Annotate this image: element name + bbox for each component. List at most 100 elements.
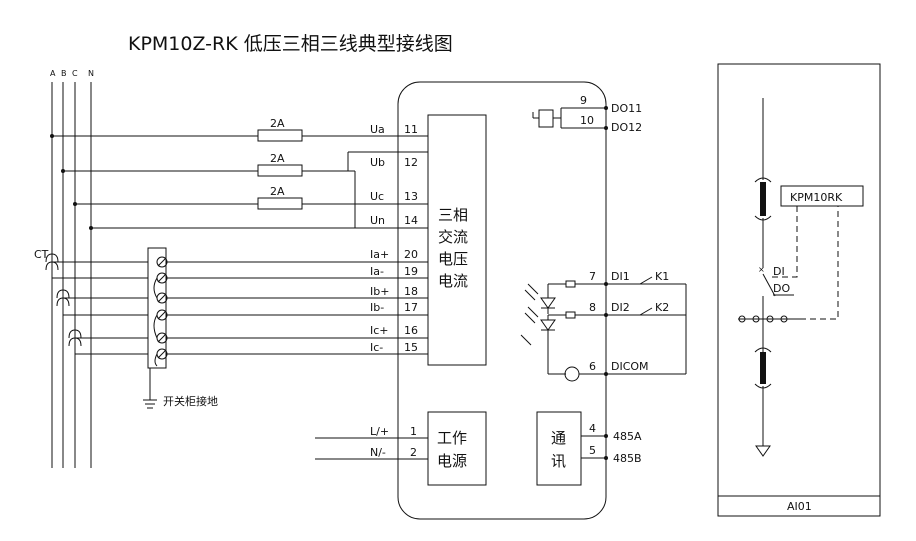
comm-section: 通 讯 4 485A 5 485B xyxy=(536,411,642,486)
power-text-2: 电源 xyxy=(437,452,467,470)
terminal-1: 1 xyxy=(410,425,417,438)
di1-resistor xyxy=(565,280,576,288)
device-outline xyxy=(397,81,607,520)
terminal-do12-label: DO12 xyxy=(611,121,642,134)
terminal-17: 17 xyxy=(404,301,418,314)
di2-resistor xyxy=(565,311,576,319)
optocoupler-1-icon xyxy=(540,297,556,309)
side-device-box xyxy=(780,185,864,207)
terminal-n-label: N/- xyxy=(370,446,386,459)
terminal-10: 10 xyxy=(580,114,594,127)
ct-terminal-block xyxy=(147,247,167,369)
terminal-9: 9 xyxy=(580,94,587,107)
phase-label-n: N xyxy=(88,69,94,78)
power-text-1: 工作 xyxy=(437,429,467,447)
comm-text-1: 通 xyxy=(551,429,566,447)
terminal-7: 7 xyxy=(589,270,596,283)
phase-bus xyxy=(51,82,92,468)
fuse-b xyxy=(257,164,303,177)
terminal-15: 15 xyxy=(404,341,418,354)
power-block xyxy=(427,411,487,486)
phase-labels: A B C N xyxy=(50,69,94,78)
side-fuse-bottom-icon xyxy=(760,352,766,384)
current-terminals: Ia+ 20 Ia- 19 Ib+ 18 Ib- 17 Ic+ 16 Ic- 1… xyxy=(166,248,428,355)
voltage-terminals: Ua 11 Ub 12 Uc 13 Un 14 xyxy=(370,123,418,227)
side-do-label: DO xyxy=(773,282,790,295)
terminal-18: 18 xyxy=(404,285,418,298)
switch-k2-icon xyxy=(639,307,653,316)
terminal-ib-plus-label: Ib+ xyxy=(370,285,389,298)
switch-k1-label: K1 xyxy=(655,270,669,283)
side-breaker-icon xyxy=(762,273,776,297)
side-ground-icon xyxy=(755,445,771,457)
side-panel: AI01 × KPM10RK DI DO xyxy=(717,63,881,517)
fuse-a xyxy=(257,129,303,142)
comm-block xyxy=(536,411,582,486)
terminal-6: 6 xyxy=(589,360,596,373)
ct-coil-c xyxy=(68,329,82,339)
terminal-di1-label: DI1 xyxy=(611,270,630,283)
terminal-4: 4 xyxy=(589,422,596,435)
terminal-un-label: Un xyxy=(370,214,385,227)
terminal-ia-plus-label: Ia+ xyxy=(370,248,389,261)
relay-coil-icon xyxy=(538,109,554,128)
terminal-8: 8 xyxy=(589,301,596,314)
fuse-b-rating: 2A xyxy=(270,152,285,165)
terminal-do11-label: DO11 xyxy=(611,102,642,115)
fuse-c-rating: 2A xyxy=(270,185,285,198)
side-panel-footer: AI01 xyxy=(787,500,812,513)
terminal-19: 19 xyxy=(404,265,418,278)
measure-text-3: 电压 xyxy=(438,250,468,268)
terminal-ic-plus-label: Ic+ xyxy=(370,324,389,337)
measure-text-4: 电流 xyxy=(438,272,468,290)
ct-coil-b xyxy=(56,289,70,299)
switch-k2-label: K2 xyxy=(655,301,669,314)
terminal-5: 5 xyxy=(589,444,596,457)
terminal-ic-minus-label: Ic- xyxy=(370,341,383,354)
terminal-ia-minus-label: Ia- xyxy=(370,265,384,278)
measure-block xyxy=(427,114,487,366)
terminal-uc-label: Uc xyxy=(370,190,384,203)
terminal-13: 13 xyxy=(404,190,418,203)
power-section: L/+ 1 N/- 2 工作 电源 xyxy=(315,411,487,486)
terminal-ua-label: Ua xyxy=(370,123,385,136)
dicom-terminal-icon xyxy=(564,366,580,382)
voltage-wiring: 2A 2A 2A xyxy=(50,117,428,230)
ground-label: 开关柜接地 xyxy=(163,394,218,408)
phase-label-a: A xyxy=(50,69,56,78)
terminal-485b-label: 485B xyxy=(613,452,642,465)
terminal-11: 11 xyxy=(404,123,418,136)
terminal-l-label: L/+ xyxy=(370,425,389,438)
measure-text-1: 三相 xyxy=(438,206,468,224)
terminal-485a-label: 485A xyxy=(613,430,642,443)
side-di-label: DI xyxy=(773,265,785,278)
optocoupler-2-icon xyxy=(540,319,556,331)
terminal-12: 12 xyxy=(404,156,418,169)
terminal-dicom-label: DICOM xyxy=(611,360,649,373)
ct-assembly: CT 开关柜接地 xyxy=(34,247,218,409)
comm-text-2: 讯 xyxy=(551,452,566,470)
side-device-label: KPM10RK xyxy=(790,191,843,204)
phase-label-c: C xyxy=(72,69,78,78)
terminal-ib-minus-label: Ib- xyxy=(370,301,384,314)
relay-output: 9 DO11 10 DO12 xyxy=(532,94,642,134)
terminal-2: 2 xyxy=(410,446,417,459)
switch-k1-icon xyxy=(639,276,653,285)
terminal-16: 16 xyxy=(404,324,418,337)
side-panel-frame xyxy=(717,63,881,517)
side-fuse-top-icon xyxy=(760,182,766,216)
terminal-ub-label: Ub xyxy=(370,156,385,169)
measure-text-2: 交流 xyxy=(438,228,468,246)
fuse-a-rating: 2A xyxy=(270,117,285,130)
ct-label: CT xyxy=(34,248,49,261)
diagram-title: KPM10Z-RK 低压三相三线典型接线图 xyxy=(128,33,453,55)
fuse-c xyxy=(257,197,303,210)
terminal-14: 14 xyxy=(404,214,418,227)
digital-inputs: 7 DI1 8 DI2 6 DICOM K1 K2 xyxy=(520,270,687,382)
terminal-di2-label: DI2 xyxy=(611,301,630,314)
phase-label-b: B xyxy=(61,69,67,78)
terminal-20: 20 xyxy=(404,248,418,261)
svg-text:×: × xyxy=(758,265,765,274)
ct-coil-a xyxy=(45,253,59,263)
